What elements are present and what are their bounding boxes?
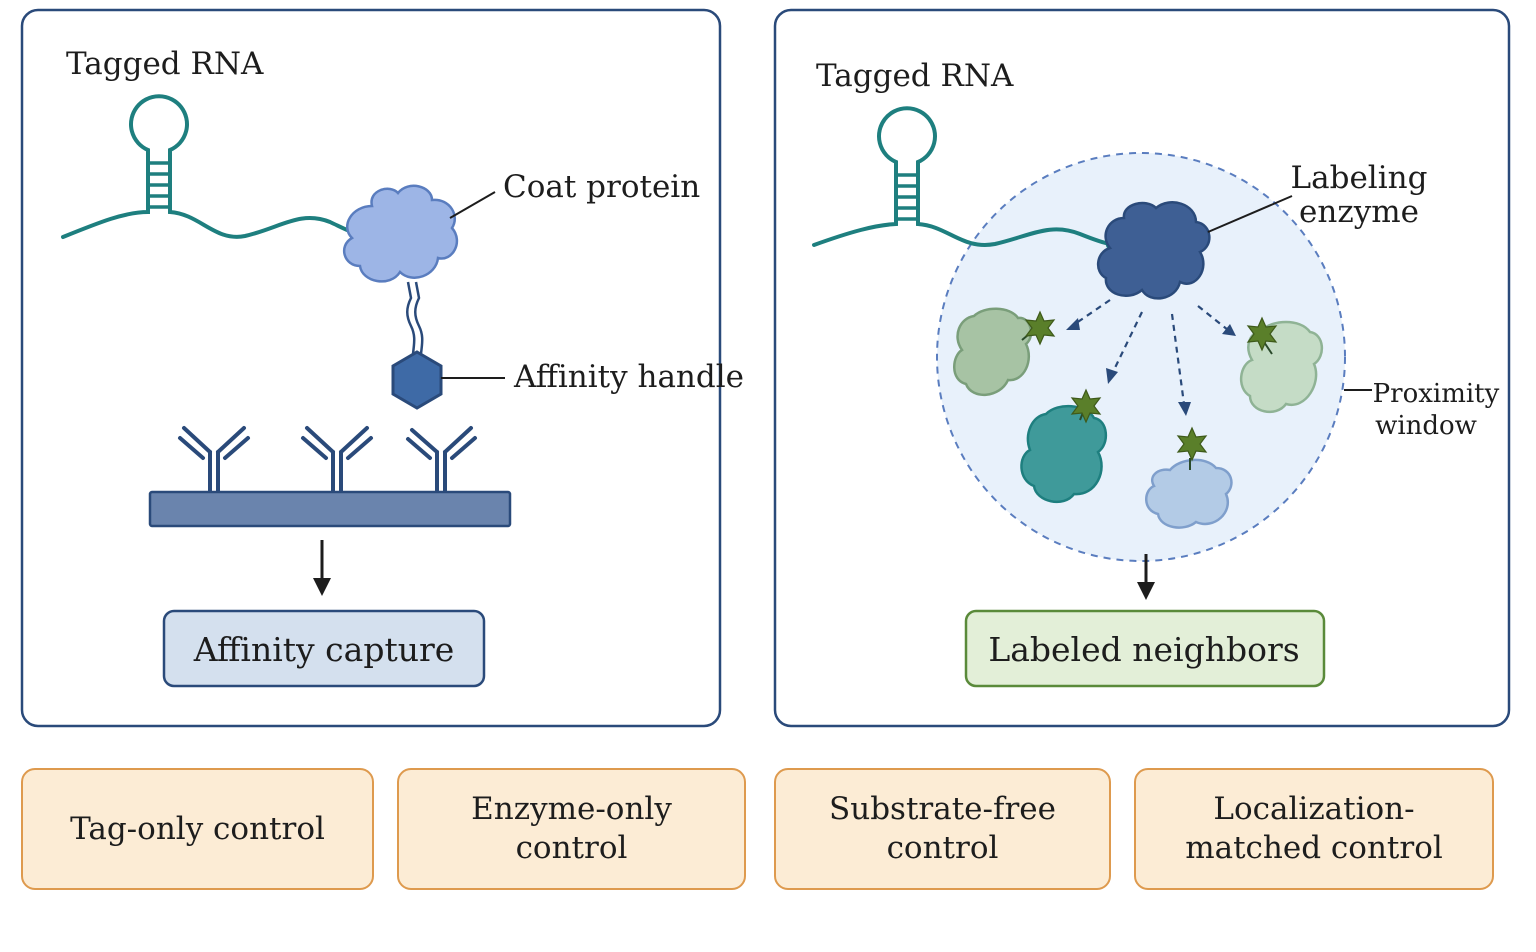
left-down-arrow-icon — [313, 540, 331, 596]
proximity-window-label-line2: window — [1375, 411, 1477, 441]
affinity-capture-label: Affinity capture — [193, 630, 455, 669]
control-label-substrate-free: Substrate-free control — [829, 791, 1056, 866]
labeling-enzyme-pointer — [1207, 195, 1293, 233]
labeling-enzyme-icon — [1097, 201, 1211, 300]
left-rna-hairpin-icon — [61, 94, 362, 239]
right-down-arrow-icon — [1137, 554, 1155, 600]
neighbor-protein-4-icon — [1145, 458, 1233, 529]
labeling-enzyme-label-line1: Labeling — [1291, 160, 1428, 196]
control-box-substrate-free: Substrate-free control — [774, 768, 1111, 890]
label-star-icon-2 — [1246, 316, 1278, 355]
control-box-enzyme-only: Enzyme-only control — [397, 768, 746, 890]
labeling-arrowheads — [1066, 318, 1236, 416]
proximity-window-label-line1: Proximity — [1373, 379, 1500, 409]
control-box-localization-matched: Localization-matched control — [1134, 768, 1494, 890]
control-label-tag-only: Tag-only control — [70, 810, 325, 847]
labeling-enzyme-label-line2: enzyme — [1299, 194, 1419, 230]
right-panel-title: Tagged RNA — [816, 58, 1014, 94]
affinity-capture-box — [162, 609, 486, 688]
control-label-localization-matched: Localization-matched control — [1185, 791, 1443, 866]
coat-protein-pointer — [449, 191, 496, 219]
coat-protein-label: Coat protein — [503, 169, 700, 205]
label-star-icon-4 — [1176, 426, 1208, 470]
solid-support-bar — [148, 490, 512, 528]
antibody-icon-3 — [406, 426, 477, 494]
labeled-neighbors-label: Labeled neighbors — [988, 630, 1299, 669]
label-star-icon-1 — [1021, 310, 1056, 346]
label-star-icon-3 — [1070, 388, 1102, 424]
right-rna-hairpin-icon — [812, 106, 1112, 247]
coat-protein-icon — [342, 184, 459, 283]
left-panel-frame — [20, 8, 722, 728]
affinity-handle-icon — [391, 350, 443, 410]
right-panel: Tagged RNA Labeling enzyme — [773, 8, 1511, 728]
affinity-handle-label: Affinity handle — [513, 359, 744, 395]
antibody-icon-2 — [301, 426, 373, 494]
linker-icon — [406, 281, 424, 355]
control-label-enzyme-only: Enzyme-only control — [471, 791, 672, 866]
left-panel-title: Tagged RNA — [66, 46, 264, 82]
left-panel: Tagged RNA Coat protein Affinity handle — [20, 8, 744, 728]
antibody-icon-1 — [178, 426, 250, 494]
labeled-neighbors-box — [964, 609, 1326, 688]
control-box-tag-only: Tag-only control — [21, 768, 374, 890]
neighbor-protein-1-icon — [953, 307, 1033, 397]
neighbor-protein-3-icon — [1020, 405, 1107, 504]
